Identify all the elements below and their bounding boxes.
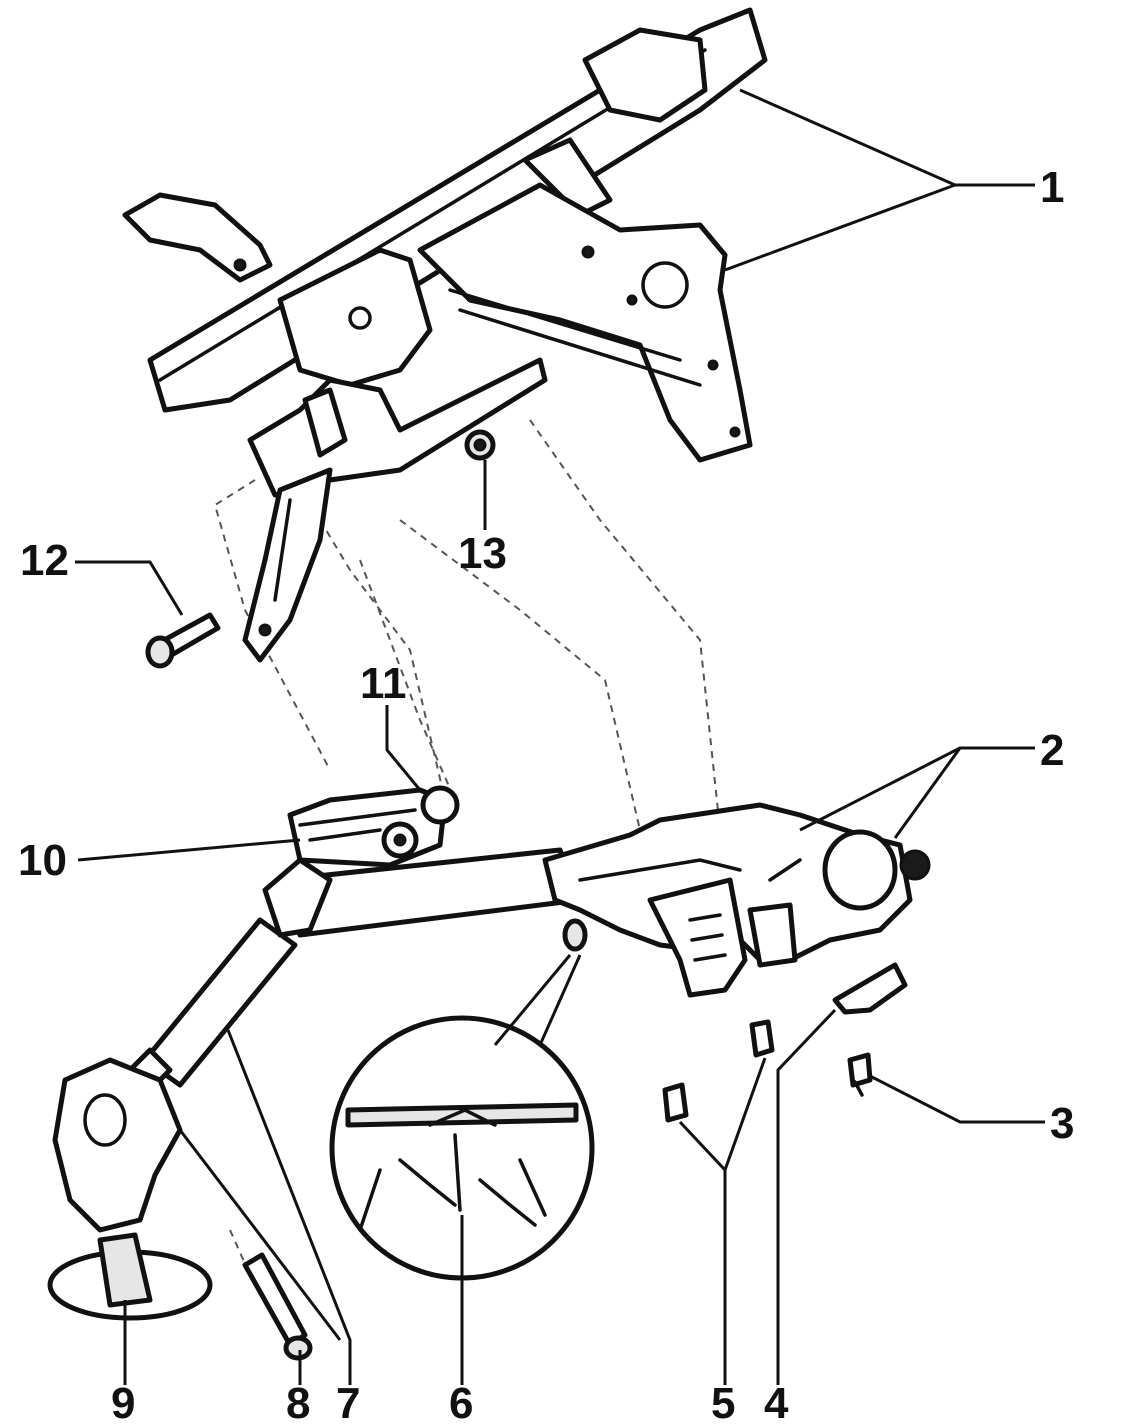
cross-member-support bbox=[122, 7, 768, 663]
bolt-part-12 bbox=[145, 612, 221, 669]
label-9: 9 bbox=[111, 1379, 135, 1424]
detail-inset-part-6 bbox=[329, 954, 595, 1281]
callout-leader-lines bbox=[75, 88, 1045, 1385]
universal-joint-part-9 bbox=[47, 1057, 213, 1321]
adjustment-mechanism-part-10-11 bbox=[287, 785, 460, 868]
bolt-part-3 bbox=[847, 1052, 873, 1097]
label-4: 4 bbox=[764, 1379, 789, 1424]
intermediate-shaft-part-7 bbox=[127, 857, 333, 1093]
bolt-part-8 bbox=[242, 1252, 313, 1361]
label-5: 5 bbox=[711, 1379, 735, 1424]
label-1: 1 bbox=[1040, 163, 1064, 212]
label-8: 8 bbox=[286, 1379, 310, 1424]
label-10: 10 bbox=[18, 836, 67, 885]
label-6: 6 bbox=[449, 1379, 473, 1424]
label-2: 2 bbox=[1040, 726, 1064, 775]
label-7: 7 bbox=[336, 1379, 360, 1424]
label-11: 11 bbox=[360, 659, 407, 708]
label-3: 3 bbox=[1050, 1099, 1074, 1148]
label-12: 12 bbox=[20, 536, 69, 585]
callout-labels: 1 2 3 4 5 6 7 8 9 10 11 12 13 bbox=[18, 163, 1074, 1424]
clamp-plate-part-4 bbox=[832, 962, 908, 1015]
label-13: 13 bbox=[458, 529, 507, 578]
steering-column-assembly bbox=[277, 802, 931, 998]
nut-part-13 bbox=[464, 429, 496, 461]
bolts-part-5 bbox=[662, 1019, 775, 1123]
